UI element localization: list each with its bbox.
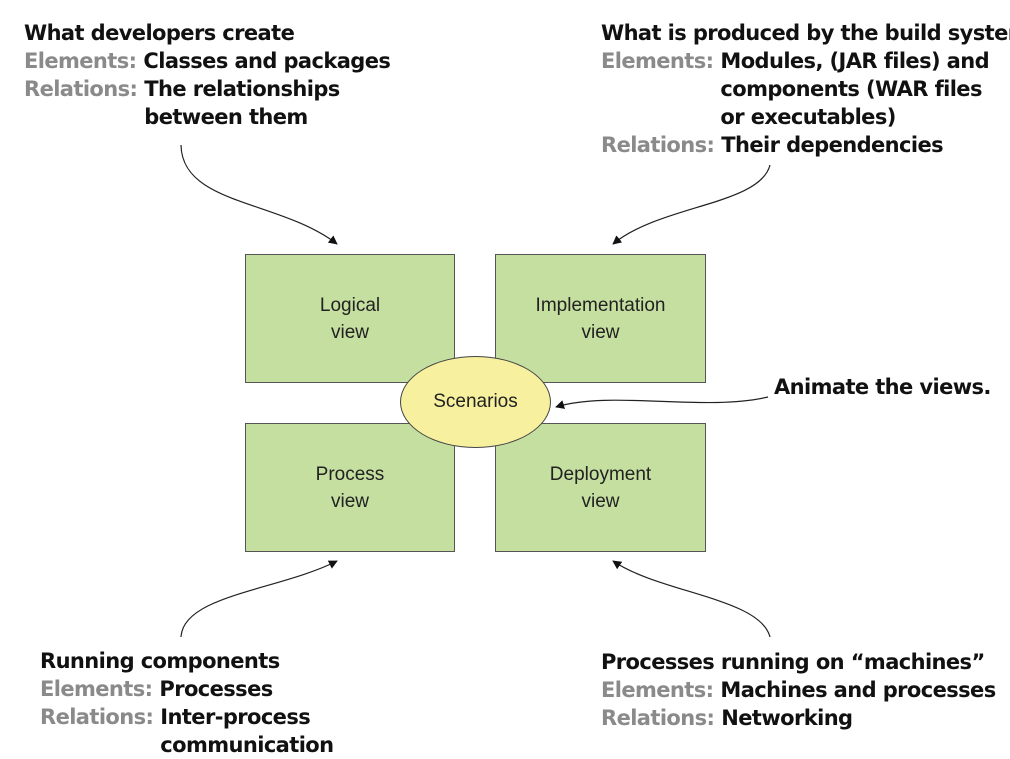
process-elements-line1: Processes <box>159 677 273 701</box>
scenarios-annotation-text: Animate the views. <box>774 375 991 399</box>
process-relations-line2: communication <box>160 733 334 757</box>
logical-relations-line1: The relationships <box>144 77 340 101</box>
scenarios-label: Scenarios <box>433 391 518 412</box>
logical-relations-line2: between them <box>144 105 308 129</box>
deployment-view-label-line2: view <box>581 490 620 512</box>
implementation-elements-line1: Modules, (JAR files) and <box>720 49 990 73</box>
arrow-to-logical-view <box>180 144 338 245</box>
logical-view-label-line2: view <box>330 321 369 343</box>
implementation-view-annotation: What is produced by the build system Ele… <box>601 19 1010 159</box>
logical-annotation-title: What developers create <box>24 21 295 45</box>
deployment-view-annotation: Processes running on “machines” Elements… <box>601 648 996 732</box>
process-view-label-line1: Process <box>315 463 385 485</box>
implementation-relations-line1: Their dependencies <box>721 133 943 157</box>
deployment-elements-line1: Machines and processes <box>720 678 996 702</box>
arrow-to-deployment-view <box>612 560 771 638</box>
deployment-relations-label: Relations: <box>601 706 715 730</box>
logical-elements-label: Elements: <box>24 49 137 73</box>
arrow-to-implementation-view <box>612 164 771 245</box>
implementation-elements-line2: components (WAR files <box>720 77 982 101</box>
process-view-annotation: Running components Elements: Processes R… <box>40 647 334 759</box>
process-view-box: Process view <box>245 423 455 552</box>
deployment-annotation-title: Processes running on “machines” <box>601 650 985 674</box>
scenarios-ellipse: Scenarios <box>400 356 551 448</box>
process-view-label-line2: view <box>330 490 369 512</box>
implementation-view-label-line1: Implementation <box>535 294 666 316</box>
deployment-view-label-line1: Deployment <box>549 463 652 485</box>
deployment-relations-line1: Networking <box>721 706 853 730</box>
implementation-elements-line3: or executables) <box>720 105 896 129</box>
logical-view-box: Logical view <box>245 254 455 383</box>
process-relations-label: Relations: <box>40 705 154 729</box>
implementation-view-box: Implementation view <box>495 254 706 383</box>
implementation-elements-label: Elements: <box>601 49 714 73</box>
logical-relations-label: Relations: <box>24 77 138 101</box>
implementation-relations-label: Relations: <box>601 133 715 157</box>
process-relations-line1: Inter-process <box>160 705 311 729</box>
implementation-annotation-title: What is produced by the build system <box>601 21 1010 45</box>
deployment-view-box: Deployment view <box>495 423 706 552</box>
arrow-to-process-view <box>180 560 338 638</box>
process-elements-label: Elements: <box>40 677 153 701</box>
logical-view-annotation: What developers create Elements: Classes… <box>24 19 391 131</box>
logical-elements-line1: Classes and packages <box>143 49 391 73</box>
deployment-elements-label: Elements: <box>601 678 714 702</box>
process-annotation-title: Running components <box>40 649 280 673</box>
implementation-view-label-line2: view <box>581 321 620 343</box>
scenarios-annotation: Animate the views. <box>774 373 991 401</box>
arrow-to-scenarios <box>555 396 769 409</box>
logical-view-label-line1: Logical <box>319 294 381 316</box>
